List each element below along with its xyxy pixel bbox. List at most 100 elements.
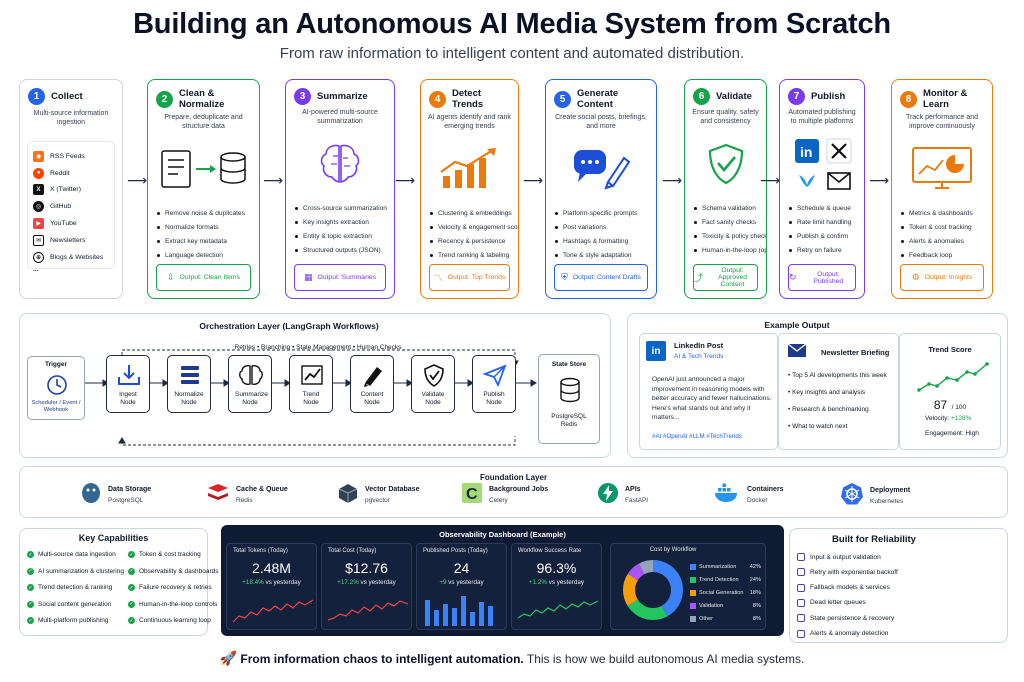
newsletter-title: Newsletter Briefing xyxy=(821,348,890,357)
list-item: Schedule & queue xyxy=(788,205,856,212)
capability-item: ✓AI summarization & clustering xyxy=(27,567,124,575)
list-item: Entity & topic extraction xyxy=(294,233,386,240)
foundation-sub: Celery xyxy=(489,496,508,504)
workflow-node: Content Node xyxy=(350,355,394,413)
metric-delta: +9 vs yesterday xyxy=(439,579,484,586)
check-icon: ✓ xyxy=(27,551,34,558)
list-item: • Top 5 AI developments this week xyxy=(788,372,887,379)
list-item: Velocity & engagement scoring xyxy=(429,224,518,231)
example-title: Example Output xyxy=(764,320,830,330)
list-item: Token & cost tracking xyxy=(900,224,984,231)
list-item: ▶YouTube xyxy=(33,215,109,232)
list-item: ... xyxy=(33,266,39,274)
list-item: Normalize formats xyxy=(156,224,251,231)
trigger-sub: Scheduler / Event / Webhook xyxy=(31,400,81,414)
reliability-item: Dead letter queues xyxy=(797,598,866,607)
workflow-node: Summarize Node xyxy=(228,355,272,413)
foundation-name: Containers xyxy=(747,486,784,494)
mail-icon: ✉ xyxy=(33,234,44,246)
check-icon: ✓ xyxy=(27,584,34,592)
stage-number: 5 xyxy=(554,90,571,108)
foundation-sub: pgvector xyxy=(365,496,390,504)
foundation-name: Vector Database xyxy=(365,486,420,494)
rocket-icon: 🚀 xyxy=(219,650,238,666)
list-item: Publish & confirm xyxy=(788,233,856,240)
linkedin-icon: in xyxy=(646,341,666,361)
state-sub: PostgreSQL Redis xyxy=(551,413,587,429)
stage-desc: Track performance and improve continuous… xyxy=(905,114,979,131)
reliability-icon xyxy=(797,629,805,638)
database-icon xyxy=(560,377,580,403)
cost-donut xyxy=(623,560,683,620)
foundation-icon xyxy=(713,482,741,509)
trigger-node: Trigger Scheduler / Event / Webhook xyxy=(27,356,85,420)
metric-value: 96.3% xyxy=(536,560,577,576)
list-item: Toxicity & policy checks xyxy=(693,233,766,240)
arrow-icon: ⟶ xyxy=(662,172,683,188)
capability-item: ✓Failure recovery & retries xyxy=(128,584,212,592)
node-label: Normalize Node xyxy=(174,391,204,407)
list-item: Remove noise & duplicates xyxy=(156,210,251,217)
list-item: ◎GitHub xyxy=(33,198,109,215)
list-item: Metrics & dashboards xyxy=(900,210,984,217)
node-label: Publish Node xyxy=(483,391,505,407)
metric-label: Total Tokens (Today) xyxy=(233,548,288,554)
node-label: Validate Node xyxy=(421,391,445,407)
output-icon: ↻ xyxy=(789,272,797,282)
x-icon: X xyxy=(33,184,44,196)
stage-title: Collect xyxy=(51,91,83,102)
reliability-item: Alerts & anomaly detection xyxy=(797,629,888,638)
foundation-icon xyxy=(597,482,619,509)
donut-slice xyxy=(623,560,683,620)
loop-arrows xyxy=(85,349,537,446)
capability-item: ✓Trend detection & ranking xyxy=(27,584,113,592)
stage-illustration-icon: in xyxy=(780,131,864,205)
legend-swatch xyxy=(690,564,696,570)
foundation-name: Cache & Queue xyxy=(236,486,288,494)
foundation-sub: FastAPI xyxy=(625,496,649,504)
metric-label: Workflow Success Rate xyxy=(518,548,582,554)
stage-desc: Multi-source information ingestion xyxy=(33,110,109,127)
stage-number: 7 xyxy=(788,88,805,105)
metric-sparkline xyxy=(421,592,505,631)
stage-title: Detect Trends xyxy=(452,88,484,110)
legend-swatch xyxy=(690,616,696,622)
metric-label: Published Posts (Today) xyxy=(423,548,488,554)
stage-desc: Prepare, deduplicate and structure data xyxy=(164,114,243,131)
capability-item: ✓Multi-source data ingestion xyxy=(27,551,116,558)
clock-icon xyxy=(47,375,67,395)
capabilities-panel xyxy=(19,528,208,636)
workflow-node: Normalize Node xyxy=(167,355,211,413)
stage-output: ⤴Output: Approved Content xyxy=(693,264,758,291)
foundation-icon xyxy=(80,482,102,509)
stage-number: 3 xyxy=(294,88,311,105)
list-item: Human-in-the-loop (opt.) xyxy=(693,247,766,254)
cost-card xyxy=(610,543,766,630)
list-item: • Research & benchmarking xyxy=(788,406,869,413)
foundation-icon xyxy=(840,482,864,511)
foundation-icon: C xyxy=(461,482,483,509)
list-item: ⊕Blogs & Websites xyxy=(33,249,109,266)
foundation-sub: Kubernetes xyxy=(870,497,904,505)
github-icon: ◎ xyxy=(33,201,44,213)
stage-illustration-icon xyxy=(685,131,766,197)
stage-output: ⚙Output: Insights xyxy=(900,264,984,291)
check-icon: ✓ xyxy=(27,567,34,575)
svg-text:C: C xyxy=(466,486,478,503)
stage-illustration-icon xyxy=(148,136,259,202)
globe-icon: ⊕ xyxy=(33,251,44,263)
legend-swatch xyxy=(690,590,696,596)
reliability-item: Fallback models & services xyxy=(797,583,890,592)
workflow-node: Trend Node xyxy=(289,355,333,413)
